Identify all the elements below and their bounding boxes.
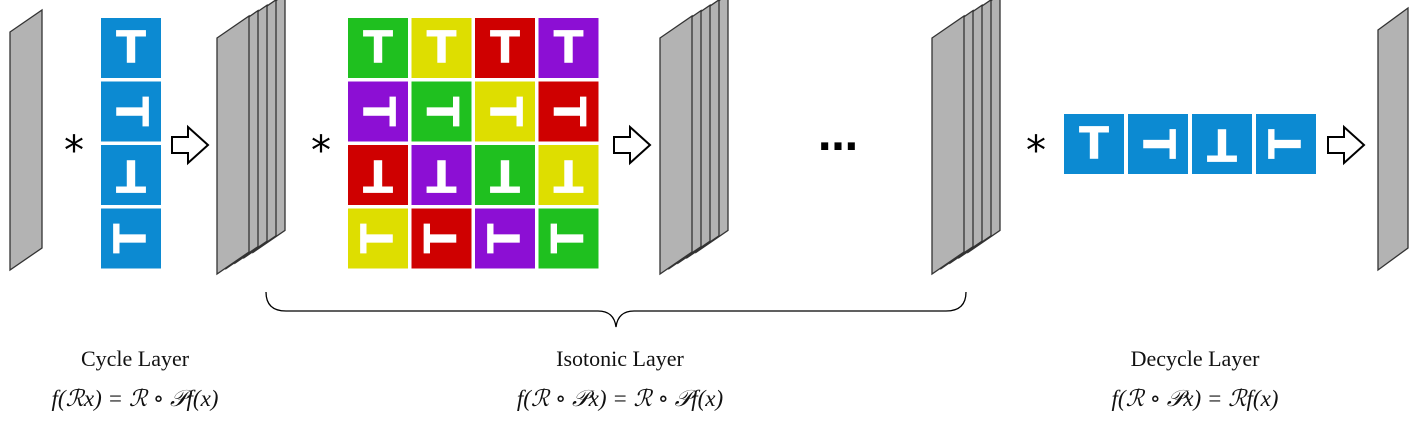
t-glyph-icon: T: [106, 223, 157, 254]
t-glyph-icon: T: [416, 96, 467, 127]
output-feature-map: [1377, 6, 1409, 272]
cycle-filter-0: T: [101, 18, 161, 78]
isotonic-filter-0-0: T: [348, 18, 408, 78]
t-glyph-icon: T: [543, 96, 594, 127]
arrow-isotonic: [613, 124, 652, 166]
t-glyph-icon: T: [353, 96, 404, 127]
t-glyph-icon: T: [553, 150, 584, 201]
t-glyph-icon: T: [543, 223, 594, 254]
t-glyph-icon: T: [480, 223, 531, 254]
t-glyph-icon: T: [1079, 119, 1110, 170]
isotonic-filter-1-0: T: [348, 81, 408, 142]
isotonic-filter-3-1: T: [411, 208, 472, 269]
isotonic-layer-label: Isotonic Layer: [556, 346, 684, 371]
cycle-filter-1: T: [101, 81, 161, 142]
cycle-filter-3: T: [101, 208, 161, 269]
t-glyph-icon: T: [426, 23, 457, 74]
isotonic-filter-1-3: T: [538, 81, 599, 142]
conv-operator-isotonic: *: [311, 128, 331, 174]
cycle-layer-label: Cycle Layer: [80, 346, 190, 371]
t-glyph-icon: T: [363, 23, 394, 74]
isotonic-filter-3-2: T: [475, 208, 535, 269]
decycle-layer-label: Decycle Layer: [1130, 346, 1260, 371]
flow-arrows: [171, 124, 1366, 166]
isotonic-filter-1-2: T: [475, 81, 535, 142]
t-glyph-icon: T: [1133, 129, 1184, 160]
decycle-filter-2: T: [1192, 114, 1252, 174]
t-glyph-icon: T: [1206, 119, 1237, 170]
t-glyph-icon: T: [416, 223, 467, 254]
isotonic-filter-0-1: T: [411, 18, 472, 78]
decycle-layer-formula: f(ℛ ∘ 𝒫x) = ℛf(x): [1111, 386, 1279, 411]
isotonic-layer-formula: f(ℛ ∘ 𝒫x) = ℛ ∘ 𝒫f(x): [516, 386, 724, 411]
cycle-filter-2: T: [101, 145, 161, 205]
isotonic-filter-2-2: T: [475, 145, 535, 205]
feature-maps: [9, 0, 1409, 276]
isotonic-filter-2-3: T: [538, 145, 599, 205]
isotonic-filter-3-3: T: [538, 208, 599, 269]
isotonic-brace: [265, 291, 967, 328]
isotonic-filter-3-0: T: [348, 208, 408, 269]
t-glyph-icon: T: [553, 23, 584, 74]
t-glyph-icon: T: [1261, 128, 1312, 159]
isotonic-filter-0-2: T: [475, 18, 535, 78]
t-glyph-icon: T: [490, 23, 521, 74]
t-glyph-icon: T: [362, 150, 393, 201]
isotonic-filter-1-1: T: [411, 81, 472, 142]
t-glyph-icon: T: [353, 223, 404, 254]
cycle-output-stack-plane-0: [216, 14, 250, 276]
isotonic-filter-0-3: T: [538, 18, 599, 78]
isotonic-filter-2-0: T: [348, 145, 408, 205]
ellipsis: …: [818, 114, 858, 160]
input-feature-map: [9, 8, 43, 272]
t-glyph-icon: T: [106, 96, 157, 127]
cycle-layer-formula: f(ℛx) = ℛ ∘ 𝒫f(x): [51, 386, 219, 411]
t-glyph-icon: T: [489, 150, 520, 201]
isotonic-layer-caption: Isotonic Layer f(ℛ ∘ 𝒫x) = ℛ ∘ 𝒫f(x): [455, 346, 785, 412]
conv-operator-cycle: *: [64, 128, 84, 174]
decycle-filter-3: T: [1256, 114, 1316, 174]
t-glyph-icon: T: [426, 150, 457, 201]
arrow-cycle: [171, 124, 210, 166]
t-glyph-icon: T: [480, 96, 531, 127]
decycle-layer-caption: Decycle Layer f(ℛ ∘ 𝒫x) = ℛf(x): [1060, 346, 1330, 412]
decycle-filter-0: T: [1064, 114, 1124, 174]
cycle-layer-caption: Cycle Layer f(ℛx) = ℛ ∘ 𝒫f(x): [10, 346, 260, 412]
isotonic-filter-2-1: T: [411, 145, 472, 205]
isotonic-output-stack-plane-0: [659, 14, 693, 276]
pre-decycle-stack-plane-0: [931, 14, 965, 276]
conv-operator-decycle: *: [1026, 128, 1046, 174]
t-glyph-icon: T: [116, 23, 147, 74]
decycle-filter-1: T: [1128, 114, 1188, 174]
arrow-decycle: [1327, 124, 1366, 166]
t-glyph-icon: T: [115, 150, 146, 201]
